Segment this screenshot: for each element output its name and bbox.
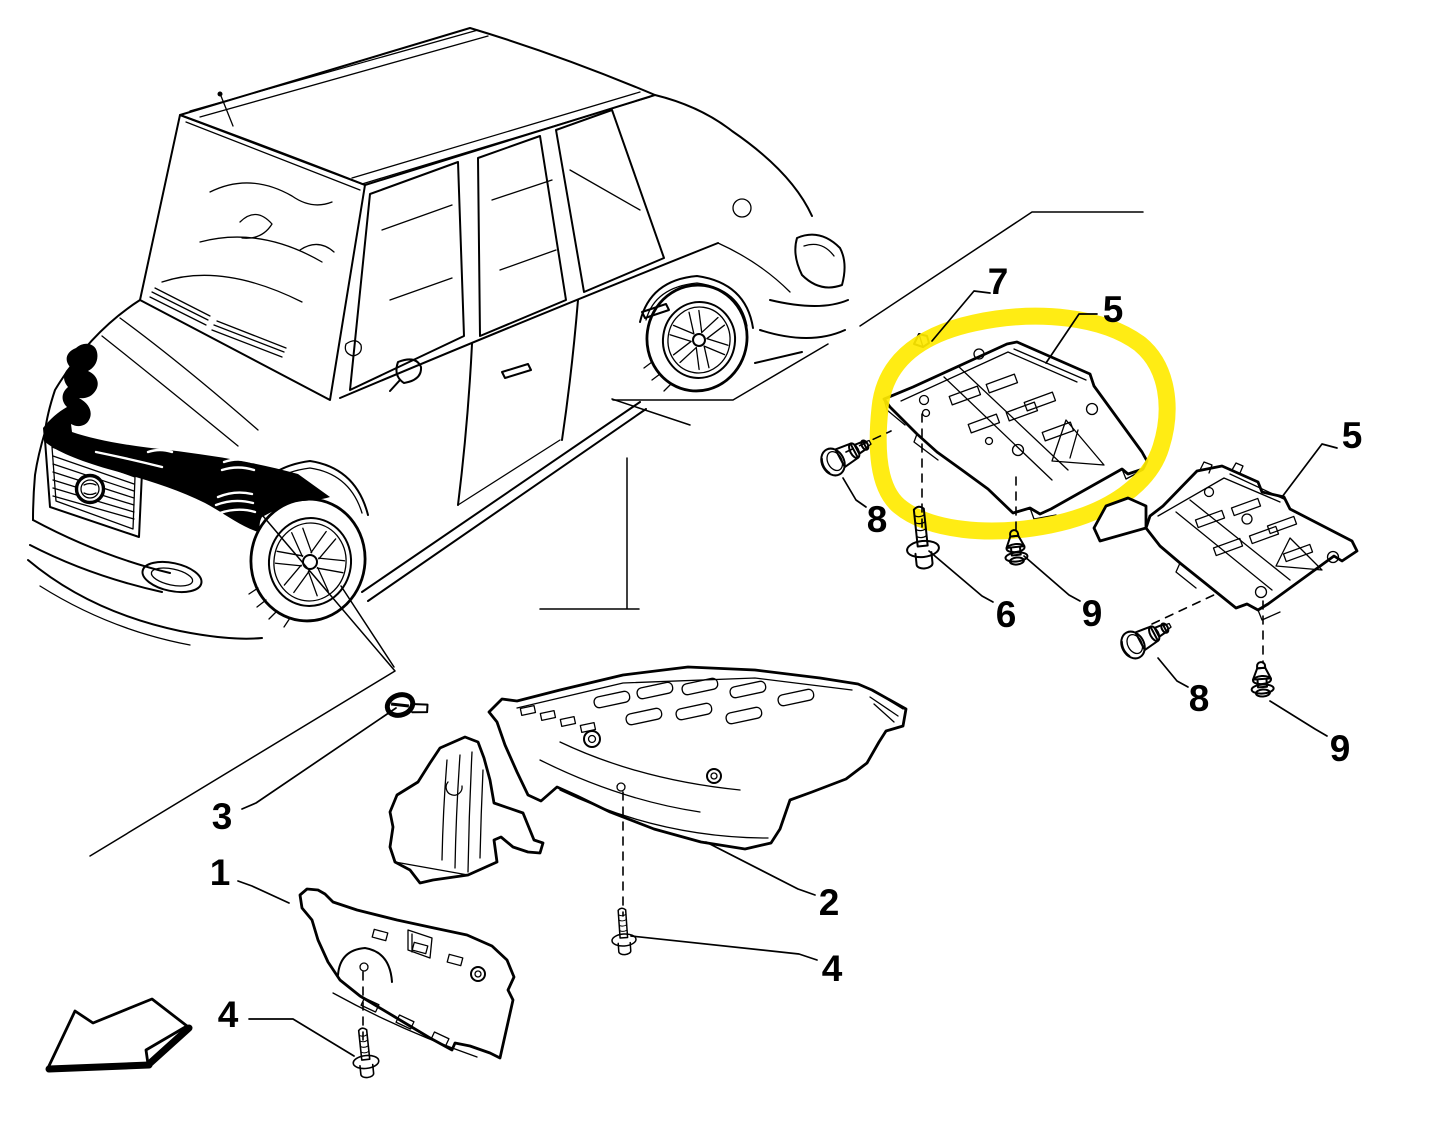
ref-line-top-right — [859, 211, 1144, 327]
callout-9-right-label: 9 — [1330, 728, 1351, 769]
car-fuel-cap — [732, 198, 752, 218]
part-5-left-panel — [882, 333, 1149, 520]
callout-8-right-label: 8 — [1189, 678, 1210, 719]
part-1-arc-cutout — [337, 947, 393, 983]
callout-1-leader — [237, 880, 290, 904]
part-5-left-gusset — [1051, 419, 1105, 466]
callout-4-left-leader — [248, 1018, 355, 1057]
callout-7-leader — [931, 290, 991, 342]
part-5-right-slots — [1194, 497, 1314, 563]
ref-line-car-step — [612, 343, 829, 401]
front-wheel-spokes — [274, 527, 346, 597]
car-door-handle-front — [501, 363, 532, 379]
car-mirror-far — [344, 340, 362, 357]
callout-9-left-label: 9 — [1082, 593, 1103, 634]
direction-arrow-icon — [45, 997, 193, 1073]
car-antenna-tip — [217, 91, 223, 97]
part-2-bracket-hatch — [869, 689, 904, 723]
car-fog-light — [141, 560, 203, 594]
callout-1-label: 1 — [210, 852, 231, 893]
car-antenna — [220, 95, 234, 127]
part-1-vertical-shield — [388, 735, 545, 885]
callout-5-left-label: 5 — [1103, 289, 1124, 330]
car-quarter-window — [555, 109, 665, 293]
car-door-seam-front — [457, 343, 473, 506]
part-1-lower-tray — [298, 887, 516, 1060]
callout-4-right-leader — [630, 935, 818, 961]
car-roof-rail-near — [351, 91, 651, 185]
car-sill — [361, 401, 647, 602]
part-1-skirt — [332, 992, 478, 1058]
part-8-rivet-right — [1115, 611, 1178, 664]
part-1-front-shield-group — [298, 735, 545, 1060]
callout-8-right-leader — [1157, 657, 1189, 688]
vehicle-overview — [27, 27, 849, 646]
part-5-right-panel — [1092, 461, 1359, 621]
part-8-rivet-left — [815, 428, 878, 481]
car-bumper-lines — [29, 519, 171, 593]
car-rear-wheel-arch — [639, 275, 754, 329]
callout-6-leader — [928, 550, 994, 603]
car-masked-area-grille-highlights — [94, 448, 257, 515]
reference-lines — [89, 211, 1144, 857]
car-interior-lines — [161, 182, 335, 303]
callout-4-left-label: 4 — [218, 994, 239, 1035]
part-5-right-flap — [1092, 496, 1148, 543]
part-5-left-ribs — [943, 365, 1069, 481]
part-2-engine-undertray — [487, 665, 908, 851]
callout-8-left-label: 8 — [867, 499, 888, 540]
callout-9-right-leader — [1269, 700, 1328, 737]
part-1-screw-hole — [359, 962, 369, 972]
car-door-seam-rear — [561, 299, 579, 441]
callout-5-right-label: 5 — [1342, 415, 1363, 456]
callout-7-label: 7 — [988, 261, 1009, 302]
car-taillight — [794, 233, 846, 289]
car-mirror — [389, 358, 423, 392]
part-4-screw-left — [348, 1026, 382, 1080]
callout-3-leader — [241, 707, 397, 810]
part-2-slots — [593, 677, 815, 726]
callout-2-label: 2 — [819, 882, 840, 923]
ref-line-to-lower-group — [89, 515, 396, 857]
car-masked-part-area — [43, 343, 330, 532]
part-2-hole — [583, 730, 601, 748]
callout-4-right-label: 4 — [822, 948, 843, 989]
callout-5-right-leader — [1281, 443, 1338, 498]
callout-6-label: 6 — [996, 594, 1017, 635]
callout-9-left-leader — [1023, 555, 1081, 602]
callout-8-left-leader — [842, 477, 867, 508]
part-5-right-gusset — [1275, 537, 1323, 571]
callout-3-label: 3 — [212, 796, 233, 837]
callout-2-leader — [705, 841, 816, 896]
car-rear-wheel — [643, 283, 749, 393]
car-wipers — [149, 287, 287, 358]
callout-5-left-leader — [1045, 313, 1098, 364]
car-roof-rail-far — [189, 29, 489, 118]
callout-labels: 7 5 5 8 6 9 8 9 3 1 2 4 4 — [210, 261, 1363, 1057]
rear-wheel-spokes — [669, 309, 729, 371]
car-hatch — [654, 94, 813, 217]
highlight-loop-path — [869, 307, 1176, 540]
car-beltline — [339, 242, 719, 399]
car-rear-bumper — [754, 299, 849, 364]
car-hood-creases — [101, 317, 259, 447]
car-rear-door-window — [477, 135, 567, 337]
car-front-door-window — [349, 161, 465, 391]
part-3-clip — [384, 692, 429, 718]
car-hood-far-edge — [44, 299, 141, 433]
part-9-clip-right — [1248, 660, 1276, 699]
car-windshield — [139, 114, 366, 401]
part-2-screw-hole — [616, 782, 626, 792]
car-roof — [179, 27, 656, 186]
